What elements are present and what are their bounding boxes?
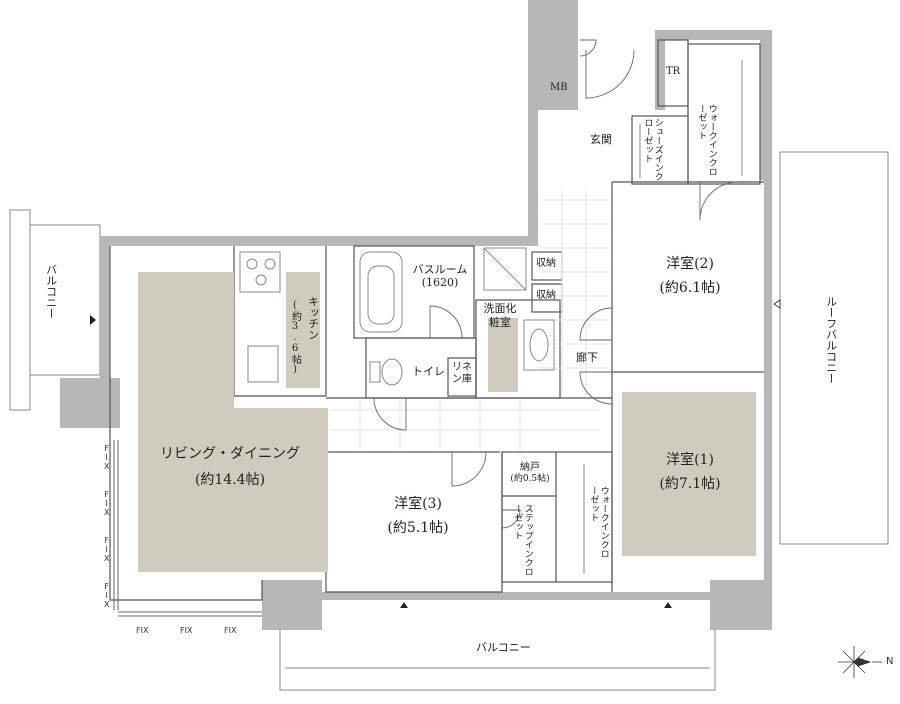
compass [838,646,882,678]
left-balcony-name: バルコニー [44,264,58,319]
western-room-1-name: 洋室(1) [666,452,714,468]
living-dining-name: リビング・ダイニング [160,446,300,462]
bath-door [429,305,463,339]
room2-door [699,181,739,221]
bathroom-name: バスルーム [412,263,468,276]
wall-top-living [100,236,530,246]
nando-size: (約0.5帖) [510,473,550,484]
fix-label-left-2: FIX [102,490,112,517]
storage-2-name: 収納 [536,290,556,301]
fix-label-bottom-1: FIX [136,626,149,635]
wall-top-right [655,30,772,40]
toilet-name: トイレ [412,365,445,378]
bath-box [353,245,475,339]
wall-top-corridor [528,110,538,246]
wall-top-tr [655,30,665,110]
room2-side-door [579,307,613,341]
wall-right-mid [764,180,772,580]
fix-label-bottom-3: FIX [224,626,237,635]
living-floor [138,272,328,572]
entrance-door [585,49,635,99]
hallway-name: 廊下 [576,351,598,364]
kitchen-name: キッチン [306,296,320,340]
western-room-3-label: 洋室(3) (約5.1帖) [368,496,468,536]
powder-room-name: 洗面化粧室 [483,302,517,329]
arrow-bottom-2 [664,602,672,608]
mb-door [579,39,597,57]
fix-label-left-4: FIX [102,582,112,609]
western-room-1-label: 洋室(1) (約7.1帖) [640,452,740,492]
arrow-bottom-1 [400,602,408,608]
wall-right-upper [760,30,772,180]
fix-label-bottom-2: FIX [180,626,193,635]
left-balcony-outline [9,209,31,411]
wall-bottom-left [262,580,322,630]
balcony-outlines [9,151,889,691]
room1-door [579,371,613,405]
roof-balcony-name: ルーフバルコニー [824,296,838,384]
bathtub [359,251,403,333]
compass-label: N [886,656,894,667]
wall-mb [528,0,578,110]
step-in-closet-name: ステップインクローゼット [512,504,533,576]
nando-name: 納戸 [520,462,540,473]
window-fix-left [113,440,262,617]
powder-floor [488,318,518,392]
storage-1-name: 収納 [536,258,556,269]
nando-label: 納戸 (約0.5帖) [508,462,552,484]
western-room-3-size: (約5.1帖) [387,520,449,537]
toilet-bowl [381,358,403,386]
washbasin [523,319,555,371]
roof-balcony-outline [779,151,889,545]
floor-fills [138,272,756,572]
bathroom-size: (1620) [421,275,459,289]
corridor-tiles [330,190,610,450]
shoes-closet-name: シューズインクローゼット [642,118,663,181]
living-dining-size: (約14.4帖) [194,472,266,489]
kitchen-size: (約3.6帖) [289,300,301,375]
bathroom-label: バスルーム (1620) [406,263,474,289]
tr-name: TR [666,66,681,77]
entrance-name: 玄関 [590,133,612,146]
door-swings [373,39,739,529]
kitchen-floor [286,272,320,388]
left-balcony-rail [29,224,101,376]
exterior-walls [60,0,772,630]
wic-top-name: ウォークインクローゼット [696,104,717,176]
kitchen-sink [247,345,279,383]
living-boundary [109,246,263,601]
stove [239,251,281,293]
fix-label-left-1: FIX [102,444,112,471]
living-dining-label: リビング・ダイニング (約14.4帖) [150,446,310,488]
arrow-left-balcony [90,315,96,325]
room3-door [451,451,487,487]
western-room-1-size: (約7.1帖) [659,476,721,493]
western-room-2-label: 洋室(2) (約6.1帖) [640,256,740,296]
wall-left-living [100,236,110,416]
bottom-balcony-name: バルコニー [476,641,531,654]
fixtures [239,60,743,574]
window-markers [90,299,781,608]
tr-box [657,39,689,107]
western-room-3-name: 洋室(3) [394,496,442,512]
room1-floor [622,392,756,556]
western-room-2-size: (約6.1帖) [659,280,721,297]
linen-name: リネン庫 [452,362,472,385]
arrow-roof [773,299,781,309]
mb-name: MB [550,82,568,93]
wic-bottom-name: ウォークインクローゼット [588,486,609,558]
fix-label-left-3: FIX [102,536,112,563]
western-room-2-name: 洋室(2) [666,256,714,272]
washer [483,247,527,291]
linen-box [447,357,477,397]
toilet-door [373,397,407,431]
wall-left-column [60,378,120,428]
wall-bottom-main [262,592,772,600]
wall-bottom-right-column [710,580,772,630]
wic-top-box [687,43,761,185]
step-in-door [501,509,521,529]
